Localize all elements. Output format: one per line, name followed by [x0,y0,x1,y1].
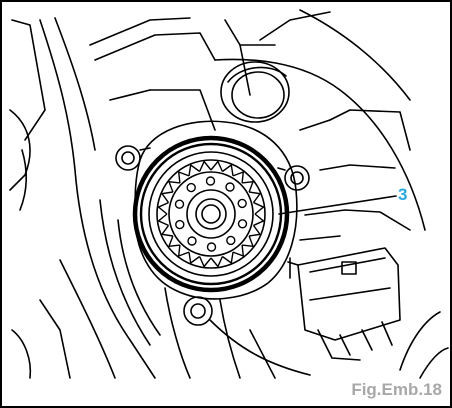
housing-outline [9,9,426,379]
ring-tooth [167,235,180,248]
bearing-roller [237,198,247,209]
ring-teeth [157,160,265,268]
callout-label: 3 [398,185,408,204]
ring-tooth [253,213,265,227]
figure-caption: Fig.Emb.18 [351,380,442,399]
ring-tooth [248,224,262,237]
ring-tooth [160,191,174,204]
ring-tooth [188,163,201,177]
bearing-roller [206,242,217,252]
ring-tooth [221,251,234,265]
ring-tooth [157,201,169,215]
ring-tooth [242,235,255,248]
ring-tooth [210,160,224,172]
bearing-roller [226,235,236,246]
ring-tooth [160,224,174,237]
ring-tooth [177,245,190,258]
ring-tooth [232,245,245,258]
bearing-assembly [132,120,298,300]
ring-tooth [232,170,245,183]
bearing-roller [205,176,216,186]
bearing-roller [186,182,196,193]
ring-tooth [248,191,262,204]
bearing-roller [187,236,197,246]
upper-boss [220,61,290,123]
bearing-roller [174,199,185,209]
ring-tooth [242,180,255,193]
ring-tooth [177,170,190,183]
mounting-holes [115,145,310,326]
bearing-roller [237,219,248,229]
lower-housing-lines [164,287,449,379]
ring-tooth [210,256,224,268]
ring-tooth [253,201,265,215]
bearing-roller [175,219,185,230]
ring-tooth [157,213,169,227]
callout-leader-line [278,195,397,215]
ring-tooth [188,251,201,265]
bearing-roller [225,182,235,192]
connector-plug [287,247,401,361]
ring-tooth [198,256,212,268]
ring-tooth [198,160,212,172]
ring-tooth [167,180,180,193]
ring-tooth [221,163,234,177]
